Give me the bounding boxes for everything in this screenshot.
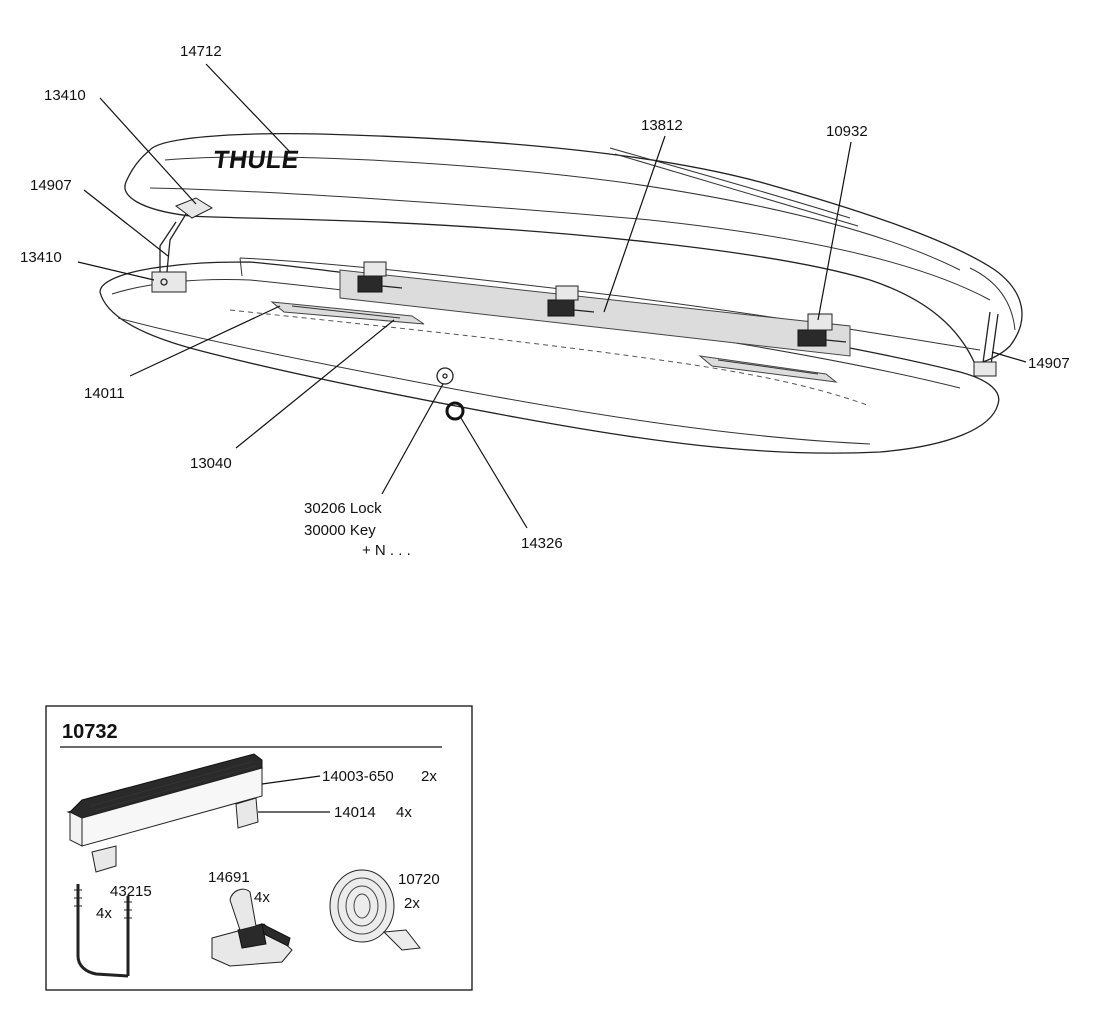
lid-ridge: [164, 156, 961, 271]
lid-ridge-lower: [149, 187, 991, 301]
lid-groove: [609, 147, 851, 219]
kit-foot-part: 14014: [334, 804, 376, 821]
brand-logo: THULE: [212, 146, 302, 174]
lid-front-fold: [969, 267, 1016, 331]
callout-hinge-base: 13410: [20, 249, 62, 266]
kit-bar-part: 14003-650: [322, 768, 394, 785]
roof-box-illustration: THULE: [99, 132, 1023, 454]
callout-channel: 14011: [84, 385, 125, 402]
kit-ubolt-qty: 4x: [96, 905, 112, 922]
rail-clamp: [547, 285, 595, 317]
callout-rail: 13812: [641, 117, 683, 134]
left-hinge-assembly: [151, 197, 214, 293]
kit-foot-qty: 4x: [396, 804, 412, 821]
callout-slide-plate: 13040: [190, 455, 232, 472]
rail-panel: [339, 269, 851, 357]
callout-labels: 14712 13410 14907 13410 13812 10932 1490…: [20, 43, 1070, 559]
callout-key: 30000 Key: [304, 522, 376, 539]
base-shell: [99, 261, 1000, 454]
lid-groove-2: [614, 153, 859, 227]
lock-cylinder: [436, 367, 454, 385]
base-lower-edge: [117, 317, 871, 445]
rail-clamp: [797, 313, 847, 347]
leader-lines: [77, 63, 1027, 529]
kit-title: 10732: [62, 721, 118, 743]
callout-lid: 14712: [180, 43, 222, 60]
u-bolt-icon: [74, 884, 132, 978]
mounting-kit-panel: 10732 14003-650 2x 14014 4x: [45, 705, 473, 991]
callout-hinge-arm-upper: 13410: [44, 87, 86, 104]
rail-clamp: [357, 261, 403, 293]
quick-clamp-icon: [211, 888, 293, 967]
back-wall-corner: [239, 257, 243, 277]
seal-ring: [445, 401, 465, 421]
slide-channel-right-slot: [717, 359, 819, 375]
callout-strut-left: 14907: [30, 177, 72, 194]
kit-tape-qty: 2x: [404, 895, 420, 912]
lock-keyhole: [442, 373, 448, 379]
kit-clamp-qty: 4x: [254, 889, 270, 906]
callout-lock: 30206 Lock: [304, 500, 382, 517]
kit-bar-qty: 2x: [421, 768, 437, 785]
slide-channel-left-slot: [291, 305, 401, 319]
base-dashed-line: [229, 309, 871, 407]
mounting-foot: [91, 797, 259, 873]
kit-leader-bar: [261, 775, 321, 785]
kit-ubolt-part: 43215: [110, 883, 152, 900]
tape-roll-icon: [329, 869, 421, 951]
mounting-bar: [66, 753, 264, 847]
callout-ring: 14326: [521, 535, 563, 552]
kit-clamp-part: 14691: [208, 869, 250, 886]
callout-lock-more: + N . . .: [362, 542, 411, 559]
back-wall: [239, 257, 981, 351]
callout-strut-right: 14907: [1028, 355, 1070, 372]
callout-clamp: 10932: [826, 123, 868, 140]
right-strut: [973, 311, 999, 377]
kit-tape-part: 10720: [398, 871, 440, 888]
